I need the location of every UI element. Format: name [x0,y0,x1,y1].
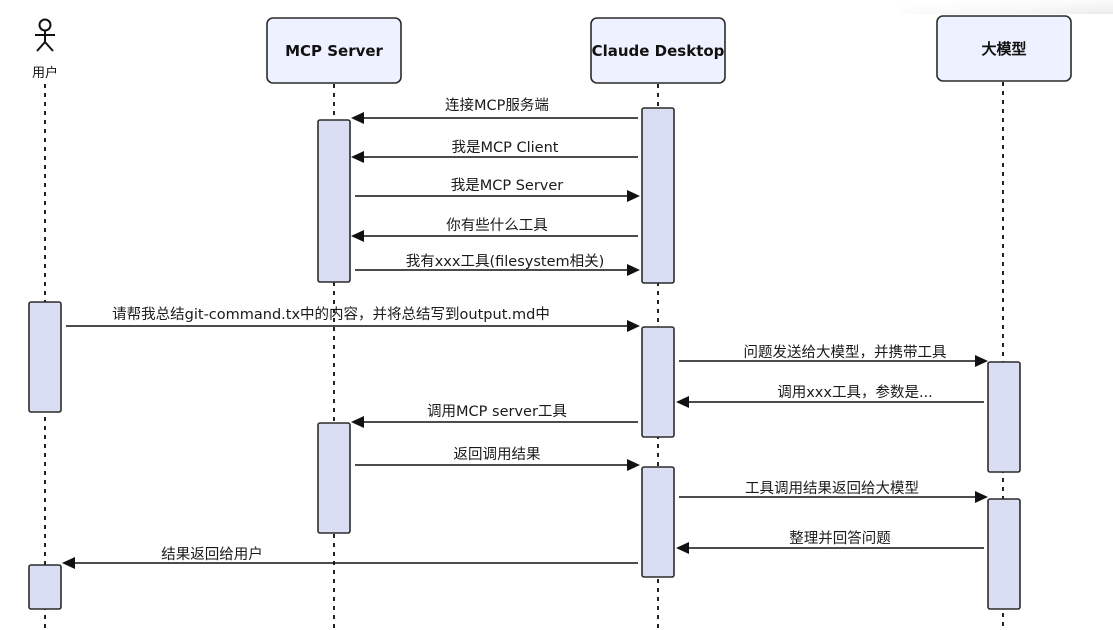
svg-text:你有些什么工具: 你有些什么工具 [446,217,548,234]
activation-claude-3 [641,466,675,578]
activation-llm-2 [987,498,1021,610]
message-result-to-llm: 工具调用结果返回给大模型 [679,480,988,503]
activation-user-1 [28,301,62,413]
svg-text:问题发送给大模型，并携带工具: 问题发送给大模型，并携带工具 [744,344,947,361]
participant-mcp-server-label: MCP Server [285,42,383,60]
activation-claude-1 [641,107,675,284]
participant-claude-desktop-label: Claude Desktop [592,42,725,60]
message-connect-mcp-server: 连接MCP服务端 [351,97,638,124]
svg-text:我有xxx工具(filesystem相关): 我有xxx工具(filesystem相关) [406,253,605,270]
svg-text:调用MCP server工具: 调用MCP server工具 [427,403,567,420]
svg-text:返回调用结果: 返回调用结果 [454,446,541,463]
activation-claude-2 [641,326,675,438]
message-i-am-server: 我是MCP Server [355,177,640,202]
activation-user-2 [28,564,62,610]
message-user-request: 请帮我总结git-command.tx中的内容，并将总结写到output.md中 [66,306,640,332]
message-what-tools: 你有些什么工具 [351,217,638,242]
svg-text:结果返回给用户: 结果返回给用户 [161,546,263,563]
activation-mcp-2 [317,422,351,534]
svg-text:整理并回答问题: 整理并回答问题 [789,530,891,547]
message-llm-answer: 整理并回答问题 [676,530,984,554]
svg-text:连接MCP服务端: 连接MCP服务端 [445,97,549,114]
message-return-to-user: 结果返回给用户 [62,546,638,569]
message-call-mcp-tool: 调用MCP server工具 [351,403,638,428]
participant-llm-label: 大模型 [981,40,1026,58]
message-llm-call-tool: 调用xxx工具，参数是... [676,384,984,408]
message-i-am-client: 我是MCP Client [351,139,638,163]
corner-shadow [900,0,1113,14]
svg-text:调用xxx工具，参数是...: 调用xxx工具，参数是... [777,384,933,401]
svg-text:请帮我总结git-command.tx中的内容，并将总结写到: 请帮我总结git-command.tx中的内容，并将总结写到output.md中 [112,306,550,323]
actor-user-label: 用户 [32,65,58,81]
message-i-have-tools: 我有xxx工具(filesystem相关) [355,253,640,276]
participant-llm: 大模型 [936,15,1072,82]
activation-llm-1 [987,361,1021,473]
svg-text:工具调用结果返回给大模型: 工具调用结果返回给大模型 [745,480,919,497]
svg-text:我是MCP Server: 我是MCP Server [451,177,564,194]
actor-user: 用户 [32,18,58,81]
participant-claude-desktop: Claude Desktop [590,17,726,84]
person-icon [35,18,55,52]
svg-text:我是MCP Client: 我是MCP Client [452,139,559,156]
message-return-result: 返回调用结果 [355,446,640,471]
activation-mcp-1 [317,119,351,283]
message-send-to-llm: 问题发送给大模型，并携带工具 [679,344,988,367]
participant-mcp-server: MCP Server [266,17,402,84]
